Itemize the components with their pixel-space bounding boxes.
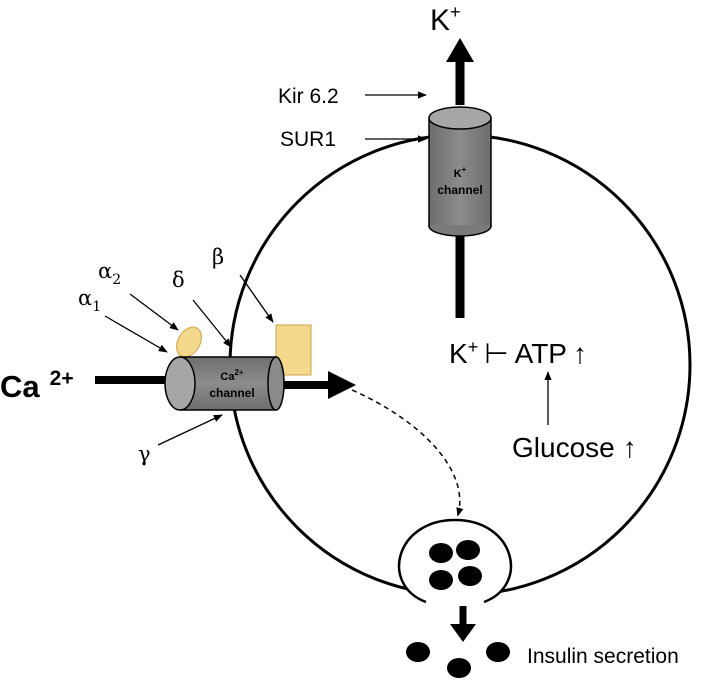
ca-channel: Ca2+ channel xyxy=(164,356,285,411)
secretion-arrow-head xyxy=(450,624,476,642)
kir62-label: Kir 6.2 xyxy=(278,85,339,108)
ca-channel-label-line2: channel xyxy=(209,386,254,400)
glucose-label: Glucose↑ xyxy=(512,432,637,463)
ca-channel-body xyxy=(180,357,276,410)
granule xyxy=(456,540,480,560)
alpha2-delta-subunit xyxy=(176,326,202,358)
ca-channel-right-end xyxy=(267,356,285,411)
granule xyxy=(486,642,510,662)
ca-influx-arrow-head xyxy=(328,371,356,399)
ca-trigger-dashed-arrow xyxy=(351,389,464,517)
granule xyxy=(458,566,482,586)
ca-channel-label-line1: Ca2+ xyxy=(220,368,244,383)
k-ion-label: K+ xyxy=(430,2,461,37)
gamma-label: γ xyxy=(138,442,151,466)
alpha2-label: α2 xyxy=(98,259,121,288)
exocytosis-pocket xyxy=(397,518,513,604)
alpha1-label: α1 xyxy=(78,286,101,315)
insulin-secretion-label: Insulin secretion xyxy=(527,645,679,668)
sur1-label: SUR1 xyxy=(280,128,336,151)
k-atp-channel: K+ channel xyxy=(428,106,492,237)
insulin-granules-inside xyxy=(429,540,482,590)
granule xyxy=(447,658,471,678)
k-channel-label-line1: K+ xyxy=(454,165,467,180)
delta-label: δ xyxy=(172,268,185,292)
delta-pointer xyxy=(192,299,232,348)
k-efflux-arrow-head xyxy=(446,38,474,62)
granule xyxy=(429,570,453,590)
k-channel-label-line2: channel xyxy=(437,183,482,197)
granule xyxy=(429,543,453,563)
insulin-granules-released xyxy=(406,642,510,678)
k-atp-relation: K+⊢ATP↑ xyxy=(449,337,587,369)
alpha2-pointer xyxy=(129,293,179,331)
gamma-pointer xyxy=(157,414,223,446)
beta-pointer xyxy=(239,274,274,323)
beta-label: β xyxy=(212,245,224,269)
alpha1-pointer xyxy=(104,315,168,353)
granule xyxy=(406,642,430,662)
k-channel-top xyxy=(428,106,492,130)
ca-channel-left-end xyxy=(164,356,196,411)
